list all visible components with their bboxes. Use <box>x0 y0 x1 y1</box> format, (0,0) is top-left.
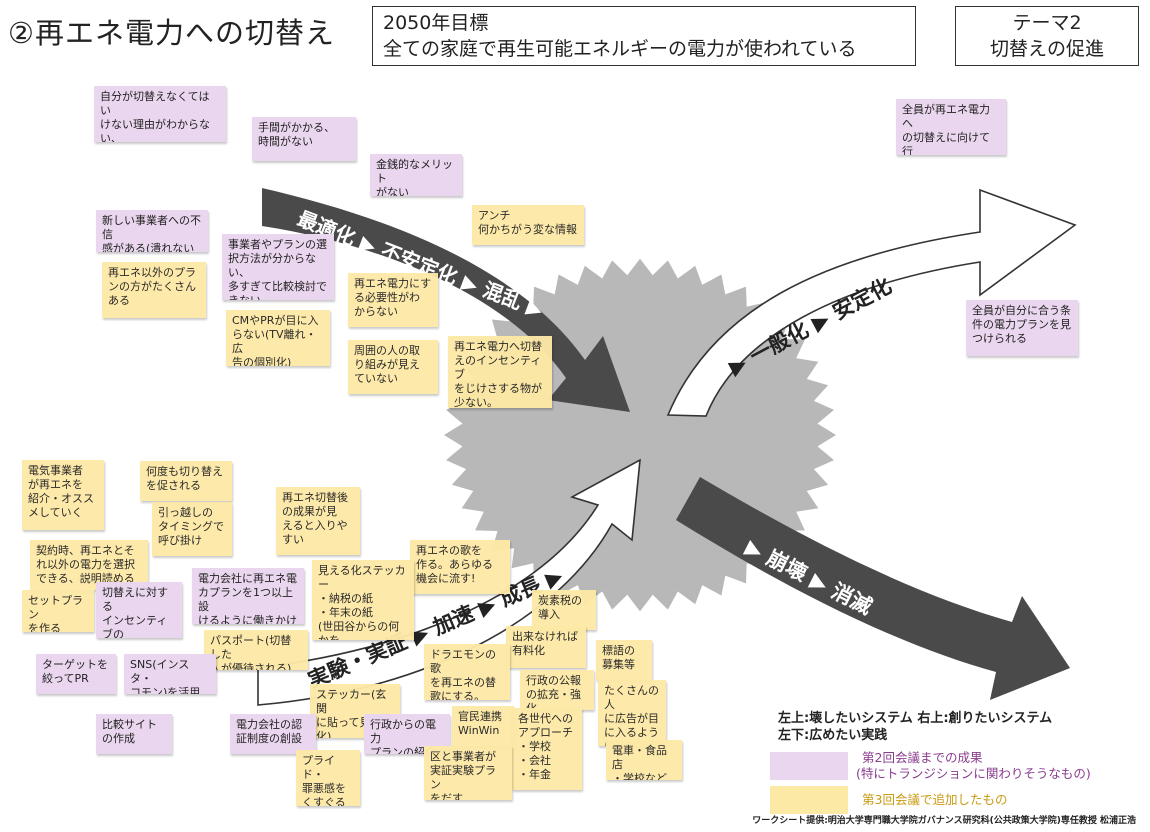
note-yellow-public-bulletin: 行政の公報 の拡充・強化 <box>520 670 594 710</box>
legend-purple-swatch <box>770 752 848 780</box>
legend-quadrant-top: 左上:壊したいシステム 右上:創りたいシステム <box>778 711 1053 726</box>
page-title: ②再エネ電力への切替え <box>8 16 335 50</box>
goal-statement: 全ての家庭で再生可能エネルギーの電力が使われている <box>383 38 857 60</box>
note-yellow-surroundings: 周囲の人の取 り組みが見え ていない <box>348 340 438 394</box>
arrow-top-right <box>666 188 1077 417</box>
note-purple-target-pr: ターゲットを 絞ってPR <box>36 654 116 694</box>
note-purple-reason: 自分が切替えなくてはい けない理由がわからない、 きっかけがない <box>94 86 226 142</box>
note-yellow-set-plan: セットプラン を作る <box>22 590 94 632</box>
note-yellow-sticker-visible: 見える化ステッカー ・納税の紙 ・年末の紙 (世田谷からの何かを かえる) <box>312 560 414 640</box>
note-yellow-doraemon: ドラエモンの歌 を再エネの替 歌にする。 <box>424 644 510 700</box>
theme-name: 切替えの促進 <box>989 38 1104 60</box>
note-purple-comparison-site: 比較サイト の作成 <box>96 714 172 754</box>
worksheet-credit: ワークシート提供:明治大学専門職大学院ガバナンス研究科(公共政策大学院)専任教授… <box>752 816 1136 826</box>
note-purple-certification: 電力会社の認 証制度の創設 <box>230 714 316 754</box>
goal-box: 2050年目標 全ての家庭で再生可能エネルギーの電力が使われている <box>372 6 916 66</box>
note-purple-choice: 事業者やプランの選 択方法が分からない、 多すぎて比較検討で きない <box>222 234 334 300</box>
note-yellow-trains-shops: 電車・食品店 ・学校など <box>606 740 682 780</box>
note-yellow-contract-choice: 契約時、再エネとそ れ以外の電力を選択 できる、説明読める <box>30 540 148 590</box>
note-yellow-results-visible: 再エネ切替後 の成果が見 えると入りや すい <box>276 487 360 555</box>
note-yellow-ads: たくさんの人 に広告が目 に入るように する <box>598 680 666 746</box>
legend-purple-label-1: 第2回会議までの成果 <box>862 750 983 765</box>
note-purple-incentive-setting: 切替えに対する インセンティブの 設定 <box>96 582 182 638</box>
note-purple-distrust: 新しい事業者への不信 感がある(潰れないか) <box>96 210 208 252</box>
legend-yellow-swatch <box>770 786 848 814</box>
note-yellow-pilot-plan: 区と事業者が 実証実験プラン をだす <box>424 746 512 800</box>
note-purple-utility-plan: 電力会社に再エネ電 カプランを1つ以上設 けるように働きかけ <box>192 568 304 624</box>
note-yellow-other-plans: 再エネ以外のプラ ンの方がたくさん ある <box>102 262 206 318</box>
note-yellow-repeated-prompt: 何度も切り替え を促される <box>140 461 232 501</box>
note-yellow-moving: 引っ越しの タイミングで 呼び掛け <box>152 502 232 556</box>
note-purple-sns: SNS(インスタ・ コモン)を活用 <box>124 654 216 694</box>
arrow-top-left <box>262 188 630 412</box>
note-yellow-utility-recommend: 電気事業者 が再エネを 紹介・オスス メしていく <box>22 460 104 530</box>
note-yellow-song: 再エネの歌を 作る。あらゆる 機会に流す! <box>410 540 510 594</box>
arrow-bottom-right <box>676 477 1070 700</box>
note-yellow-incentive: 再エネ電力へ切替 えのインセンティブ をじけさする物が 少ない。 <box>448 336 552 408</box>
goal-year: 2050年目標 <box>383 12 489 34</box>
note-purple-effort: 手間がかかる、 時間がない <box>252 117 356 161</box>
note-yellow-passport: パスポート(切替した 人が優待される) <box>204 630 308 670</box>
legend-yellow-label: 第3回会議で追加したもの <box>862 792 1008 807</box>
note-purple-admin-plan: 行政からの電力 プランの紹介 <box>364 714 450 754</box>
note-yellow-carbon-tax: 炭素税の 導入 <box>532 590 596 630</box>
theme-number: テーマ2 <box>1012 12 1082 34</box>
note-yellow-cm-pr: CMやPRが目に入 らない(TV離れ・広 告の個別化) <box>226 310 330 366</box>
note-yellow-public-private: 官民連携 WinWin <box>452 706 514 746</box>
note-yellow-anti: アンチ 何かちがう変な情報 <box>472 205 584 245</box>
note-yellow-pride-guilt: プライド・ 罪悪感を くすぐる <box>296 750 360 806</box>
note-yellow-generations: 各世代への アプローチ ・学校 ・会社 ・年金 <box>512 708 582 790</box>
note-yellow-charge: 出来なければ 有料化 <box>506 626 586 668</box>
note-purple-no-merit: 金銭的なメリット がない <box>370 154 462 196</box>
legend-purple-label-2: (特にトランジションに関わりそうなもの) <box>856 766 1091 781</box>
note-yellow-necessity: 再エネ電力にす る必要性がわ からない <box>348 273 438 327</box>
theme-box: テーマ2 切替えの促進 <box>955 6 1139 66</box>
note-yellow-slogan: 標語の 募集等 <box>596 640 652 680</box>
legend-quadrant-bottom: 左下:広めたい実践 <box>778 728 888 743</box>
note-purple-suitable-plan: 全員が自分に合う条 件の電力プランを見 つけられる <box>966 300 1078 356</box>
note-purple-all-switching: 全員が再エネ電力へ の切替えに向けて行 動している <box>896 99 1006 155</box>
